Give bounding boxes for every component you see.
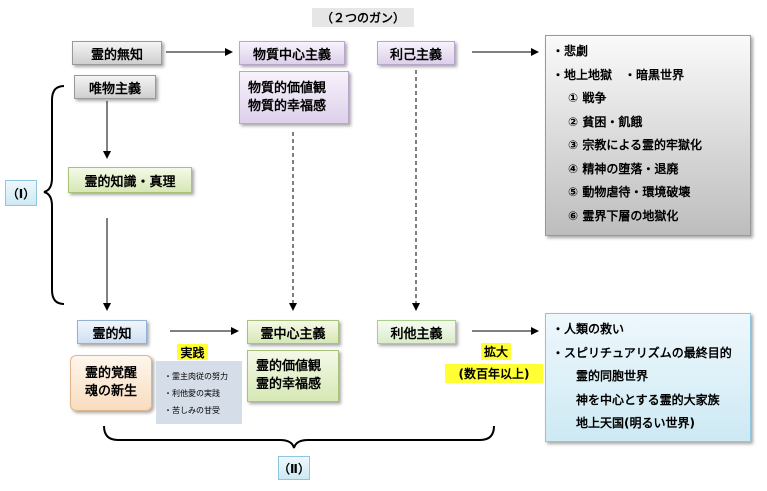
good-result-sub-2: 神を中心とする霊的大家族 (576, 392, 720, 407)
bad-result-sub-5: ⑤ 動物虐待・環境破壊 (568, 185, 691, 199)
good-result-item-1: ・人類の救い (552, 322, 625, 336)
practice-item-2: ・利他愛の実践 (164, 389, 220, 398)
material-values-box: 物質的価値観 物質的幸福感 (239, 71, 349, 124)
practice-item-3: ・苦しみの甘受 (164, 406, 220, 415)
practice-item-1: ・霊主肉従の努力 (164, 372, 228, 381)
practice-label: 実践 (177, 344, 208, 360)
awakening-box: 霊的覚醒 魂の新生 (70, 355, 152, 411)
material-centered-box: 物質中心主義 (239, 41, 345, 65)
egoism-box: 利己主義 (377, 41, 455, 65)
spiritual-knowledge-box: 霊的知 (77, 320, 147, 344)
awakening-line-1: 霊的覚醒 (84, 366, 137, 382)
spiritual-values-box: 霊的価値観 霊的幸福感 (247, 350, 339, 402)
awakening-line-2: 魂の新生 (84, 384, 137, 399)
bad-result-sub-3: ③ 宗教による霊的牢獄化 (568, 138, 702, 152)
diagram-title: （２つのガン） (312, 8, 414, 27)
bad-result-item-2: ・地上地獄 ・暗黒世界 (552, 67, 685, 82)
expansion-sub: (数百年以上) (445, 364, 543, 383)
spiritual-knowledge-truth-box: 霊的知識・真理 (68, 167, 192, 193)
bad-result-item-1: ・悲劇 (552, 44, 589, 58)
expansion-label: 拡大 (481, 343, 511, 360)
brace-two (103, 425, 495, 449)
spiritual-values-line-1: 霊的価値観 (256, 359, 322, 375)
spiritual-values-line-2: 霊的幸福感 (256, 377, 322, 392)
material-values-line-1: 物質的価値観 (248, 80, 327, 96)
bad-result-sub-2: ② 貧困・飢餓 (568, 114, 643, 129)
bad-results-box: ・悲劇 ・地上地獄 ・暗黒世界 ① 戦争 ② 貧困・飢餓 ③ 宗教による霊的牢獄… (545, 35, 751, 236)
good-result-sub-1: 霊的同胞世界 (576, 369, 649, 383)
bad-result-sub-6: ⑥ 霊界下層の地獄化 (568, 208, 679, 223)
bad-result-sub-4: ④ 精神の堕落・退廃 (568, 161, 679, 176)
bracket-two-label: （Ⅱ） (278, 456, 310, 480)
material-values-line-2: 物質的幸福感 (248, 98, 327, 114)
good-result-item-2: ・スピリチュアリズムの最終目的 (552, 345, 732, 360)
brace-one (43, 85, 65, 305)
spiritual-ignorance-box: 霊的無知 (72, 41, 162, 65)
altruism-box: 利他主義 (377, 320, 456, 344)
good-result-sub-3: 地上天国(明るい世界) (576, 416, 695, 430)
spirit-centered-box: 霊中心主義 (247, 320, 339, 344)
bad-result-sub-1: ① 戦争 (568, 91, 607, 105)
materialism-box: 唯物主義 (74, 75, 156, 99)
good-results-box: ・人類の救い ・スピリチュアリズムの最終目的 霊的同胞世界 神を中心とする霊的大… (545, 313, 751, 442)
practice-list: ・霊主肉従の努力 ・利他愛の実践 ・苦しみの甘受 (156, 361, 242, 424)
bracket-one-label: （Ⅰ） (5, 180, 37, 206)
